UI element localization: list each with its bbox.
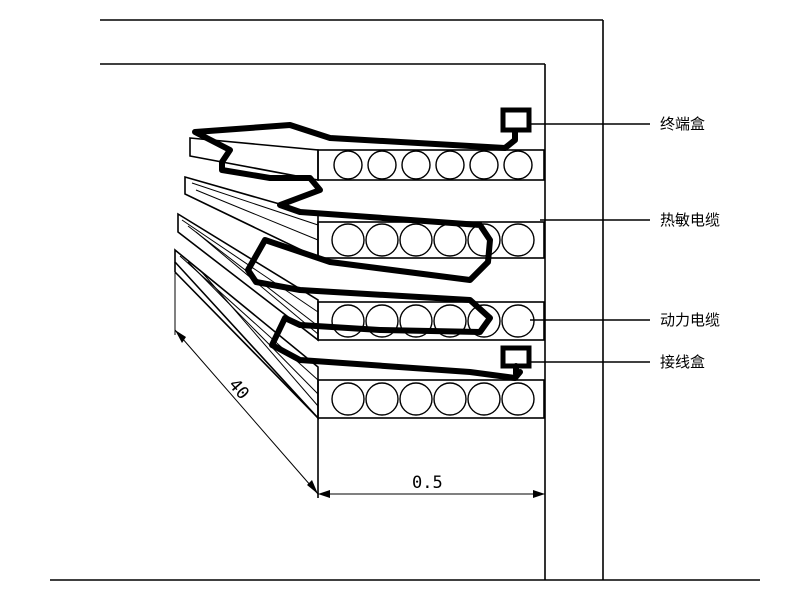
tray-2-cables — [331, 223, 535, 257]
terminal-box-icon — [500, 107, 532, 133]
cable-circle — [333, 150, 363, 180]
cable-circle — [501, 304, 535, 338]
tray-front-boxes — [317, 149, 545, 419]
cable-circle — [469, 150, 499, 180]
cable-circle — [401, 150, 431, 180]
tray-1-cables — [333, 150, 533, 180]
gap-dimension: 0.5 — [318, 473, 545, 498]
junction-box-label: 接线盒 — [660, 353, 705, 371]
cable-circle — [399, 382, 433, 416]
terminal-box-label: 终端盒 — [660, 115, 705, 133]
cable-circle — [503, 150, 533, 180]
heat-sensitive-cable — [192, 122, 523, 381]
depth-dimension-value: 40 — [224, 375, 253, 404]
power-cable-label: 动力电缆 — [660, 311, 720, 329]
leader-lines — [529, 123, 650, 363]
cable-circle — [367, 150, 397, 180]
cable-circle — [399, 223, 433, 257]
cable-circle — [365, 382, 399, 416]
tray-4-cables — [331, 382, 535, 416]
depth-dimension: 40 — [174, 262, 319, 495]
cable-circle — [331, 382, 365, 416]
cable-circle — [433, 223, 467, 257]
heat-sensitive-cable-label: 热敏电缆 — [660, 211, 720, 229]
cable-circle — [467, 382, 501, 416]
cable-circle — [435, 150, 465, 180]
gap-dimension-value: 0.5 — [412, 473, 443, 493]
cable-circle — [433, 382, 467, 416]
cable-circle — [331, 223, 365, 257]
cable-circle — [331, 304, 365, 338]
cable-circle — [365, 223, 399, 257]
cable-circle — [501, 382, 535, 416]
cable-circle — [501, 223, 535, 257]
building-outline — [50, 19, 760, 581]
